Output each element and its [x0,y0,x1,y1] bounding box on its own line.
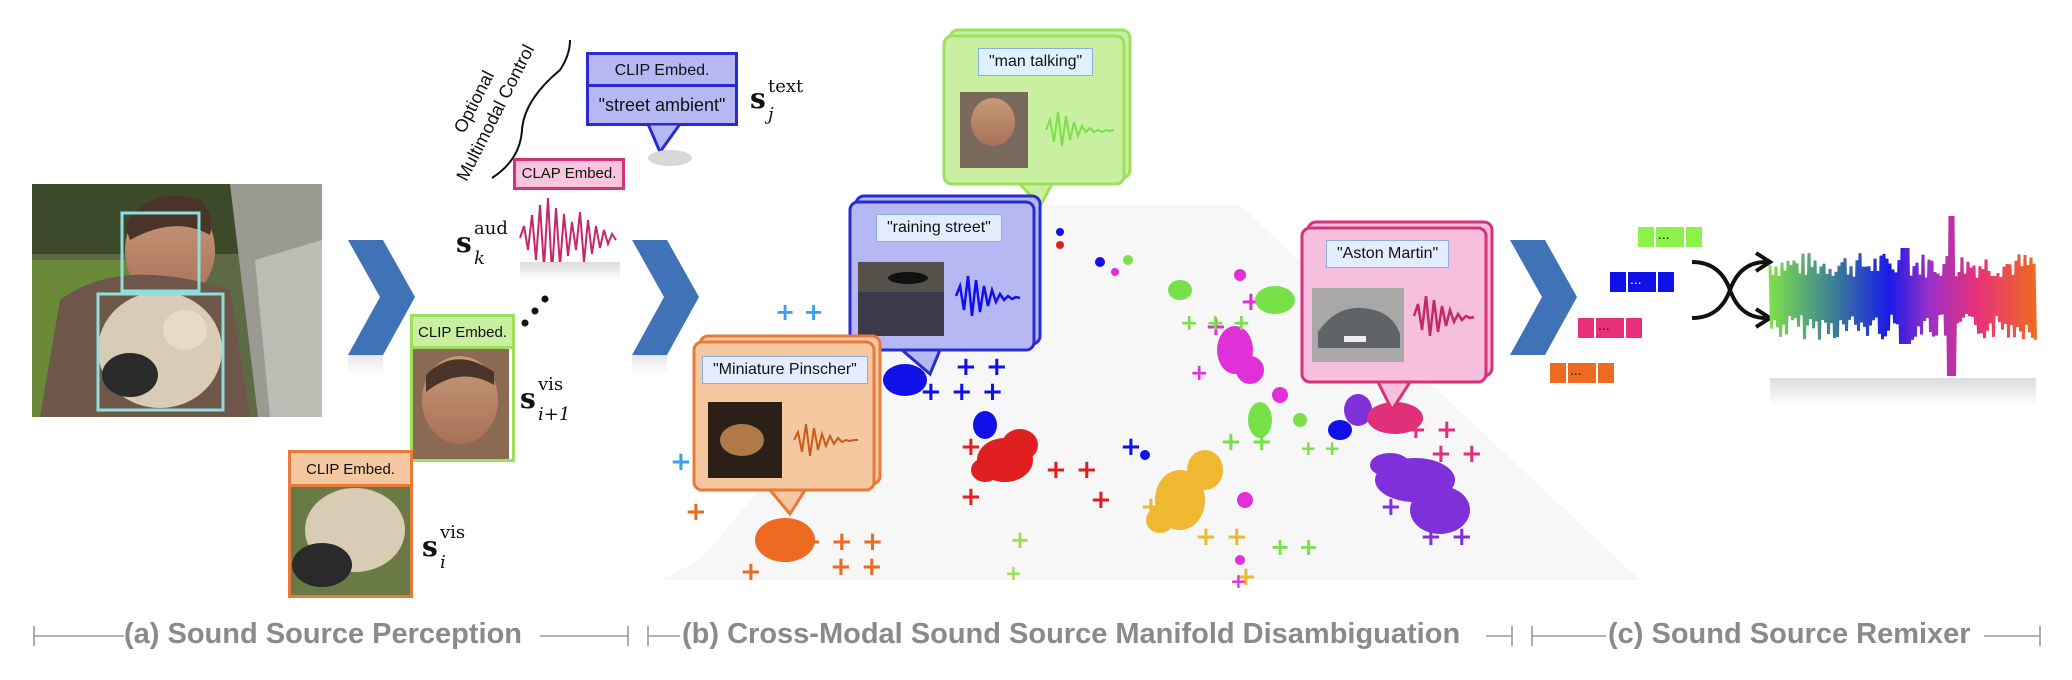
svg-text:+ +: + + [1045,455,1098,485]
svg-text:+: + [1230,569,1247,593]
symbol-base: s [456,226,472,259]
svg-text:+: + [960,482,982,512]
svg-text:+: + [740,557,762,587]
dog-crop [291,486,410,596]
symbol-base: s [750,82,766,115]
svg-text:+: + [685,497,707,527]
token-stack [1550,227,1702,383]
svg-text:+ +: + + [775,298,824,326]
svg-text:+ +: + + [1270,533,1319,561]
symbol-sup: aud [474,218,508,239]
token-green-label: ... [1658,226,1670,242]
token-orange-label: ... [1570,362,1582,378]
chevron-right-icon [1510,240,1577,355]
svg-text:+: + [960,432,982,462]
svg-text:+ +: + + [1405,415,1458,445]
clip-text-query: "street ambient" [598,95,726,115]
clip-text-embed-title: CLIP Embed. [589,55,735,87]
clip-face-embed-box: CLIP Embed. [410,314,515,462]
clip-dog-embed-box: CLIP Embed. [288,450,413,598]
clip-text-embed-box: CLIP Embed. "street ambient" [586,52,738,126]
manifold-points: + + + + + + + + + + + + + + + + + + + + … [670,228,1473,593]
brace-icon [491,39,571,179]
svg-text:+ +: + + [955,352,1008,382]
svg-text:+: + [1010,526,1030,554]
clip-face-embed-title: CLIP Embed. [413,317,512,349]
svg-text:+: + [1090,485,1112,515]
callout-label-miniature-pinscher: "Miniature Pinscher" [702,356,868,384]
clip-text-pointer [646,124,692,166]
symbol-sup: vis [538,374,564,395]
clap-waveform [519,197,620,280]
section-title-a: (a) Sound Source Perception [124,618,522,650]
svg-text:+ + +: + + + [920,377,1003,407]
svg-text:+: + [1205,312,1227,342]
symbol-sub: k [474,248,485,269]
section-title-c: (c) Sound Source Remixer [1608,618,1971,650]
symbol-sub: j [768,104,774,125]
remixed-waveform [1768,215,2037,406]
symbol-sub: i [440,552,446,573]
section-rulers [33,626,2041,646]
svg-text:+: + [1235,562,1257,592]
symbol-base: s [422,530,438,563]
svg-text:+ +: + + [1420,522,1473,552]
svg-text:+ +: + + [1380,492,1433,522]
callout-label-raining-street: "raining street" [876,214,1002,242]
scene-photo [32,184,322,417]
svg-text:+ +: + + [1430,439,1483,469]
svg-text:+ +: + + [1195,522,1248,552]
chevron-right-icon [348,240,415,375]
svg-text:+ +: + + [1300,436,1340,460]
face-crop [412,348,509,460]
clap-embed-title: CLAP Embed. [521,165,617,182]
section-title-b: (b) Cross-Modal Sound Source Manifold Di… [682,618,1461,650]
clap-embed-box: CLAP Embed. [513,158,625,190]
symbol-sub: i+1 [538,404,571,425]
symbol-sup: text [768,76,804,97]
callout-label-aston-martin: "Aston Martin" [1326,240,1450,268]
callout-label-man-talking: "man talking" [978,48,1094,76]
svg-text:+ + +: + + + [1180,311,1251,336]
symbol-s-aud: s [456,226,472,259]
chevron-right-icon [632,240,699,375]
svg-text:+: + [1190,361,1208,386]
svg-text:+ +: + + [830,552,883,582]
svg-text:+: + [1120,432,1142,462]
symbol-sup: vis [440,522,466,543]
svg-text:+ +: + + [1220,427,1273,457]
symbol-s-vis-face: s [520,382,536,415]
ellipsis-icon [521,295,549,327]
token-blue-label: ... [1630,271,1642,287]
svg-text:+: + [670,447,692,477]
svg-text:+ + +: + + + [800,527,883,557]
svg-text:+: + [1005,561,1022,585]
symbol-base: s [520,382,536,415]
token-pink-label: ... [1598,317,1610,333]
clip-dog-embed-title: CLIP Embed. [291,453,410,487]
svg-text:+: + [1140,492,1162,522]
symbol-s-text: s [750,82,766,115]
remix-arrows-icon [1691,251,1774,329]
symbol-s-vis-dog: s [422,530,438,563]
